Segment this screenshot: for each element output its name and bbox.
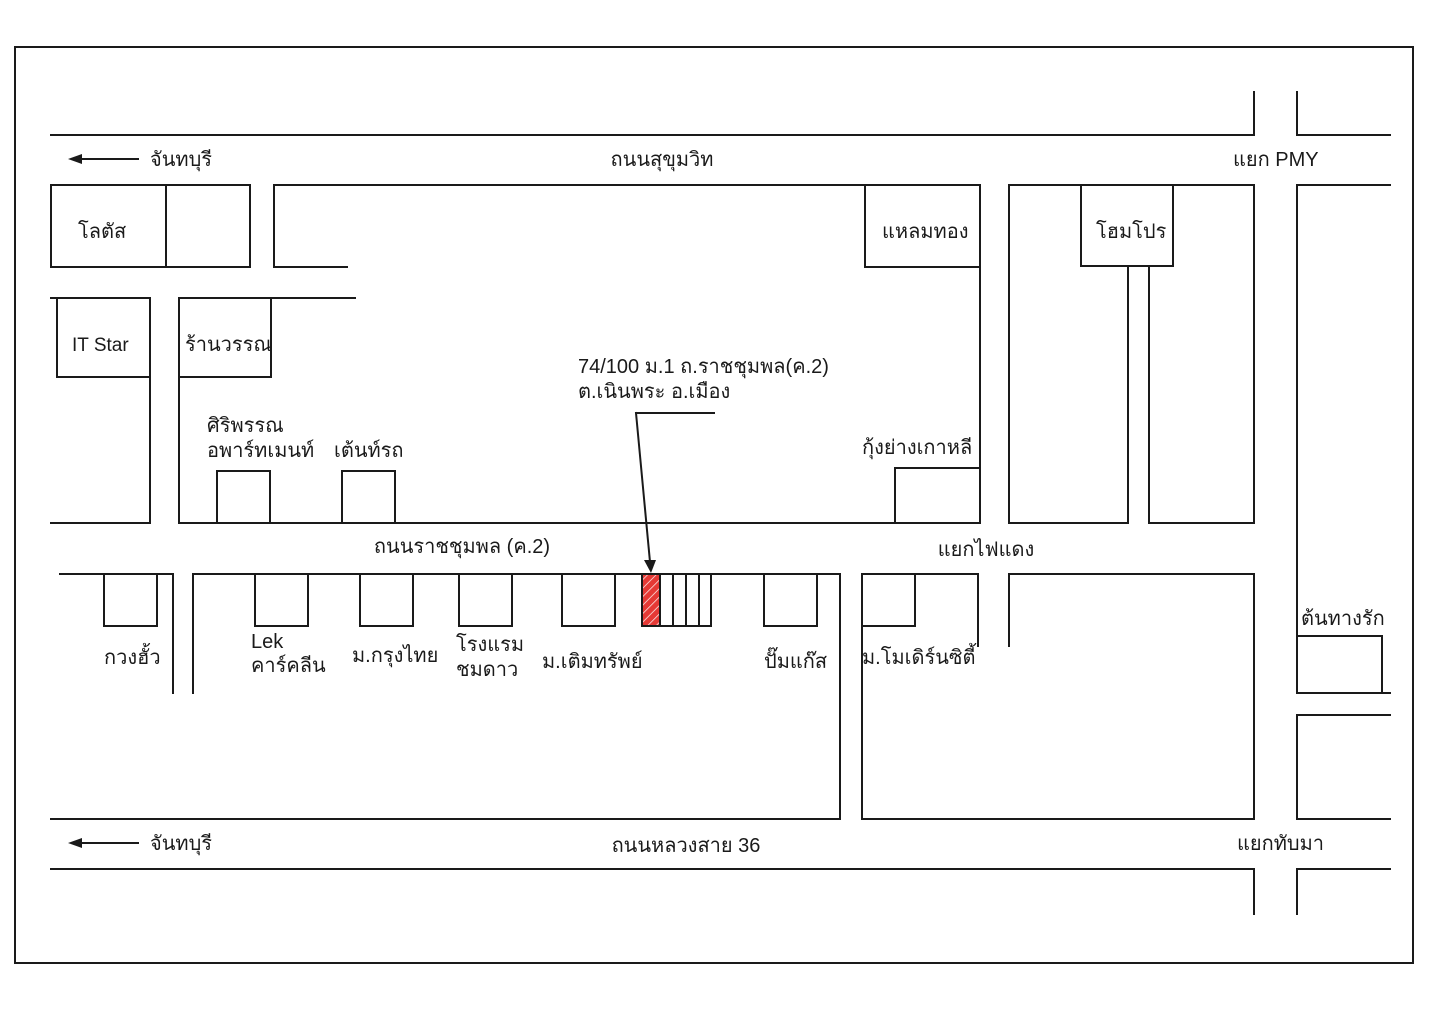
map-frame [14, 46, 1414, 964]
landmark-ton-thang-rak: ต้นทางรัก [1301, 608, 1385, 630]
landmark-siriphan-line1: ศิริพรรณ [207, 415, 284, 437]
landmark-siriphan-line2: อพาร์ทเมนท์ [207, 439, 314, 462]
road-label-sukhumvit: ถนนสุขุมวิท [611, 149, 714, 172]
arrow-left-icon [68, 154, 82, 164]
landmark-homepro: โฮมโปร [1096, 220, 1167, 243]
block-south-west [59, 573, 174, 694]
landmark-ran-wan: ร้านวรรณ [185, 334, 272, 356]
landmark-korean-shrimp: กุ้งย่างเกาหลี [862, 437, 972, 460]
block-central-north [178, 184, 981, 524]
landmark-laem-thong: แหลมทอง [882, 221, 968, 243]
landmark-ten-rot: เต้นท์รถ [334, 439, 404, 462]
road-luang-sai-36 [50, 818, 1391, 915]
landmark-krungthai: ม.กรุงไทย [352, 644, 438, 668]
intersection-label-pmy: แยก PMY [1233, 149, 1319, 171]
intersection-label-traffic-light: แยกไฟแดง [938, 538, 1035, 561]
landmark-kuang-hua: กวงฮั้ว [104, 643, 161, 669]
landmark-lotus: โลตัส [78, 220, 126, 243]
direction-arrow-top [68, 154, 139, 164]
block-far-east [1296, 184, 1391, 820]
landmark-lek-line1: Lek [251, 631, 284, 653]
destination-address-line2: ต.เนินพระ อ.เมือง [578, 381, 730, 403]
block-south-central [192, 573, 841, 820]
landmark-hotel-line1: โรงแรม [456, 633, 524, 656]
landmark-gas-pump: ปั๊มแก๊ส [764, 646, 827, 673]
landmark-hotel-line2: ชมดาว [456, 659, 518, 681]
direction-label-chanthaburi-bottom: จันทบุรี [150, 833, 212, 856]
landmark-it-star: IT Star [72, 335, 129, 356]
road-label-luang-sai-36: ถนนหลวงสาย 36 [612, 835, 761, 857]
direction-arrow-bottom [68, 838, 139, 848]
landmark-toemsap: ม.เติมทรัพย์ [542, 650, 643, 673]
direction-label-chanthaburi-top: จันทบุรี [150, 149, 212, 172]
destination-address-line1: 74/100 ม.1 ถ.ราชชุมพล(ค.2) [578, 356, 829, 379]
intersection-label-thap-ma: แยกทับมา [1237, 833, 1324, 855]
landmark-modern-city: ม.โมเดิร์นซิตี้ [862, 643, 977, 669]
block-south-east [861, 573, 1255, 820]
landmark-lek-line2: คาร์คลีน [251, 654, 326, 677]
arrow-down-icon [644, 560, 656, 573]
block-east-north [1008, 184, 1255, 524]
arrow-left-icon [68, 838, 82, 848]
block-west [50, 184, 251, 524]
road-label-ratchaphol: ถนนราชชุมพล (ค.2) [374, 536, 550, 559]
road-sukhumvit [50, 91, 1391, 186]
destination-pointer [634, 411, 715, 573]
destination-marker[interactable] [641, 573, 661, 627]
